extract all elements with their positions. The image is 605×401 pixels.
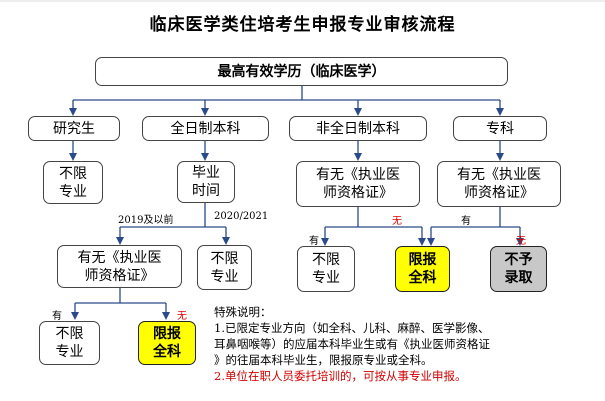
node-line: 全科 — [153, 344, 181, 360]
special-notes: 特殊说明： 1.已限定专业方向（如全科、儿科、麻醉、医学影像、 耳鼻咽喉等）的应… — [214, 304, 599, 384]
category-nonfulltime-bachelor: 非全日制本科 — [289, 116, 427, 141]
node-line: 不限 — [55, 326, 84, 342]
node-line: 有无《执业医 — [316, 167, 400, 183]
fulltime-with-cert-no-limit: 不限 专业 — [39, 321, 100, 365]
label-no-college: 无 — [516, 236, 526, 247]
nonfulltime-certificate-check: 有无《执业医 师资格证》 — [296, 161, 420, 207]
node-line: 不限 — [312, 252, 340, 268]
node-line: 专业 — [59, 183, 87, 200]
diagram-title: 临床医学类住培考生申报专业审核流程 — [149, 15, 456, 35]
category-graduate: 研究生 — [28, 116, 120, 141]
category-fulltime-bachelor: 全日制本科 — [142, 116, 269, 141]
label-yes-nonfulltime: 有 — [309, 236, 319, 247]
college-not-admitted: 不予 录取 — [490, 246, 547, 292]
label-no-fulltime: 无 — [177, 311, 187, 322]
label-yes-college: 有 — [461, 216, 471, 227]
node-line: 不限 — [210, 250, 239, 267]
node-line: 限报 — [408, 252, 437, 268]
label-2019-and-before: 2019及以前 — [118, 215, 174, 226]
node-line: 师资格证》 — [323, 185, 393, 201]
node-line: 时间 — [192, 183, 220, 199]
node-line: 有无《执业医 — [457, 167, 541, 183]
notes-item-1-line-2: 耳鼻咽喉等）的应届本科毕业生或有《执业医师资格证 — [214, 337, 490, 351]
node-line: 不限 — [59, 165, 87, 182]
node-line: 不予 — [504, 252, 533, 268]
top-border — [0, 0, 605, 2]
nonfulltime-general-practice-only: 限报 全科 — [395, 246, 450, 292]
label-2020-2021: 2020/2021 — [214, 211, 269, 222]
root-node-highest-degree: 最高有效学历（临床医学） — [95, 57, 508, 86]
node-line: 师资格证》 — [464, 185, 534, 201]
label-yes-fulltime: 有 — [52, 311, 62, 322]
nonfulltime-no-limit: 不限 专业 — [297, 246, 355, 292]
node-line: 录取 — [504, 270, 533, 286]
node-line: 专业 — [210, 268, 239, 285]
node-line: 限报 — [153, 326, 181, 342]
fulltime-recent-no-limit: 不限 专业 — [197, 245, 252, 290]
node-line: 专业 — [55, 344, 84, 360]
node-line: 全科 — [408, 270, 437, 286]
graduation-time: 毕业 时间 — [177, 161, 235, 203]
fulltime-certificate-check: 有无《执业医 师资格证》 — [57, 245, 182, 288]
label-no-nonfulltime: 无 — [392, 216, 402, 227]
notes-item-1-line-3: 》的往届本科毕业生，限报原专业或全科。 — [214, 353, 433, 367]
node-line: 毕业 — [192, 165, 220, 181]
graduate-no-limit: 不限 专业 — [43, 161, 103, 204]
notes-item-2: 2.单位在职人员委托培训的，可按从事专业申报。 — [214, 369, 467, 383]
node-line: 专业 — [312, 270, 340, 286]
node-line: 师资格证》 — [84, 267, 155, 284]
fulltime-without-cert-general-practice-only: 限报 全科 — [138, 321, 196, 365]
notes-item-1-line-1: 1.已限定专业方向（如全科、儿科、麻醉、医学影像、 — [214, 321, 490, 335]
category-college: 专科 — [453, 116, 547, 141]
college-certificate-check: 有无《执业医 师资格证》 — [437, 161, 561, 207]
notes-heading: 特殊说明： — [214, 305, 272, 319]
node-line: 有无《执业医 — [77, 249, 162, 266]
